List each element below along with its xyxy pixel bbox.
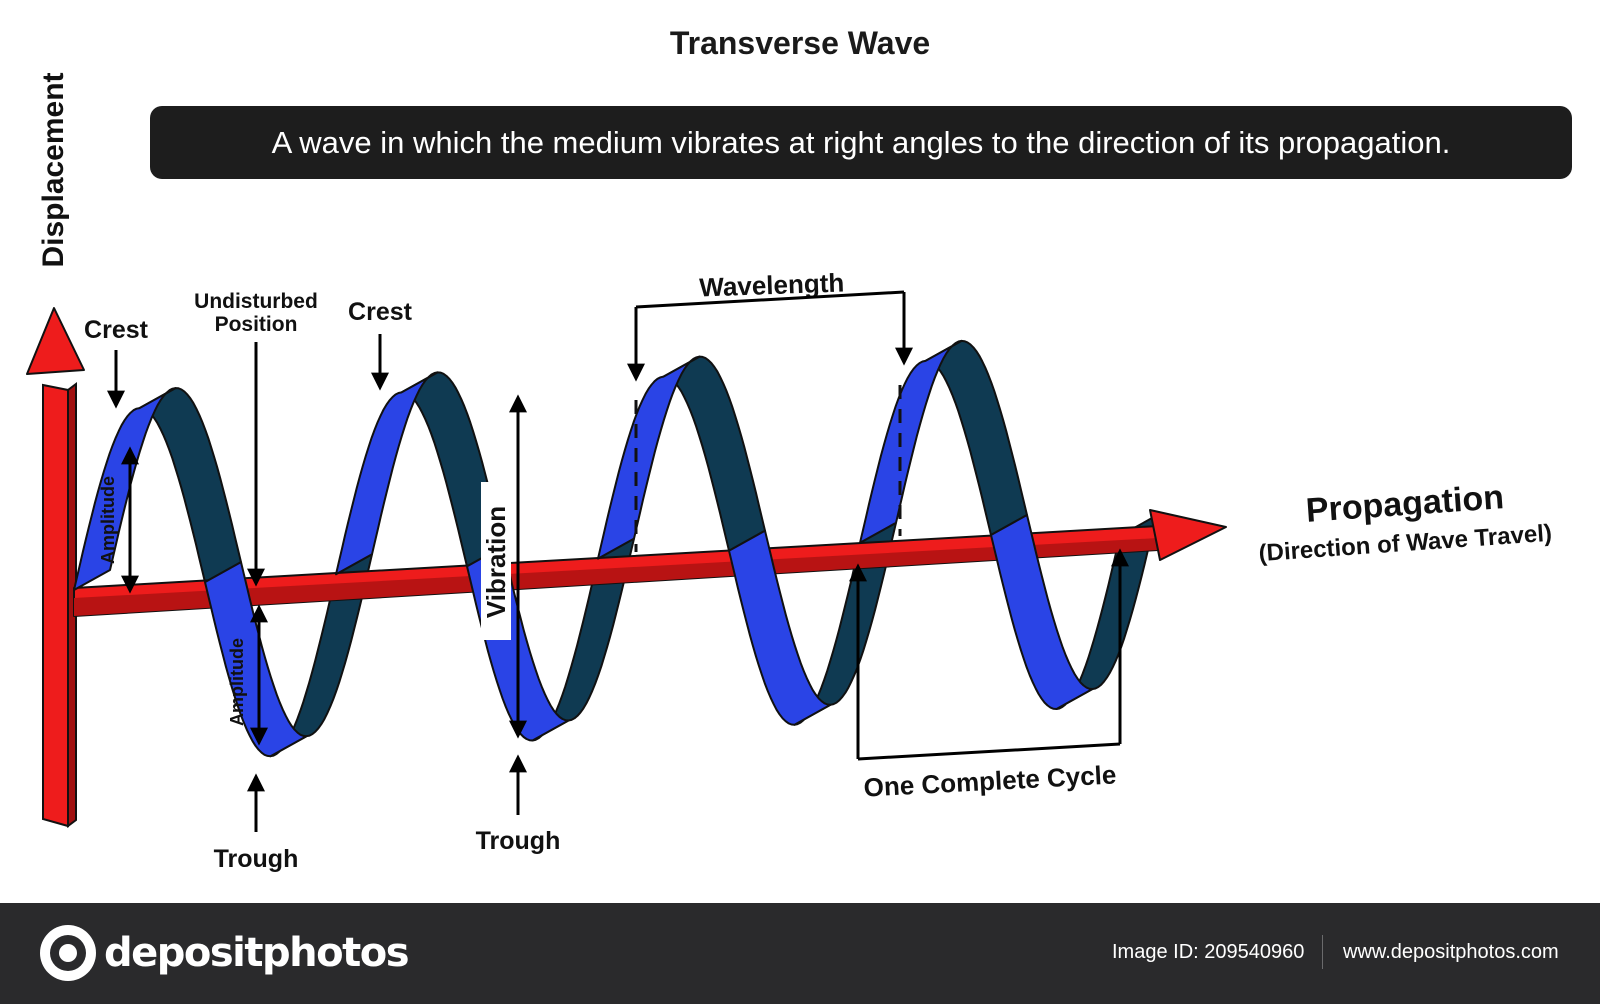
label-one-complete-cycle: One Complete Cycle: [863, 759, 1117, 802]
wave-ribbon-back-segment: [924, 339, 1028, 536]
label-crest-2: Crest: [348, 298, 413, 326]
wave-ribbon-front-segment: [728, 529, 832, 726]
depositphotos-logo: depositphotos: [40, 925, 410, 981]
axis-label-displacement: Displacement: [37, 72, 70, 267]
label-trough-1: Trough: [214, 845, 299, 873]
stock-footer: depositphotos Image ID: 209540960 www.de…: [0, 903, 1600, 1004]
vibration-label-bg: [481, 482, 511, 640]
label-crest-1: Crest: [84, 316, 149, 344]
label-vibration: Vibration: [481, 506, 511, 618]
label-amplitude-1: Amplitude: [98, 476, 118, 564]
wave-ribbon-front-segment: [597, 355, 701, 560]
label-propagation-subtitle: (Direction of Wave Travel): [1258, 520, 1553, 567]
definition-text: A wave in which the medium vibrates at r…: [272, 125, 1451, 160]
diagram-canvas: Transverse Wave A wave in which the medi…: [26, 25, 1572, 873]
camera-logo-icon: [40, 925, 96, 981]
label-propagation: Propagation: [1305, 478, 1506, 530]
website-text: www.depositphotos.com: [1343, 941, 1559, 963]
displacement-axis-arrow: [26, 307, 85, 828]
wave-ribbon-back-segment: [662, 355, 766, 552]
wave-ribbon-front-segment: [859, 339, 963, 544]
image-id-text: Image ID: 209540960: [1112, 941, 1305, 963]
logo-wordmark: depositphotos: [104, 930, 410, 976]
label-position: Position: [215, 313, 298, 336]
label-amplitude-2: Amplitude: [227, 638, 247, 726]
label-undisturbed: Undisturbed: [194, 290, 318, 313]
wave-ribbon-front-segment: [335, 371, 439, 576]
propagation-axis-arrow: [73, 509, 1227, 617]
wave-ribbon-back-segment: [138, 387, 242, 584]
diagram-title: Transverse Wave: [670, 25, 930, 61]
footer-divider: [1322, 935, 1323, 969]
label-trough-2: Trough: [476, 827, 561, 855]
definition-banner: [150, 106, 1572, 179]
wave-ribbon-front-segment: [990, 514, 1094, 710]
bracket-cycle-bottom: [857, 742, 1121, 761]
bracket-wavelength: [635, 290, 905, 309]
